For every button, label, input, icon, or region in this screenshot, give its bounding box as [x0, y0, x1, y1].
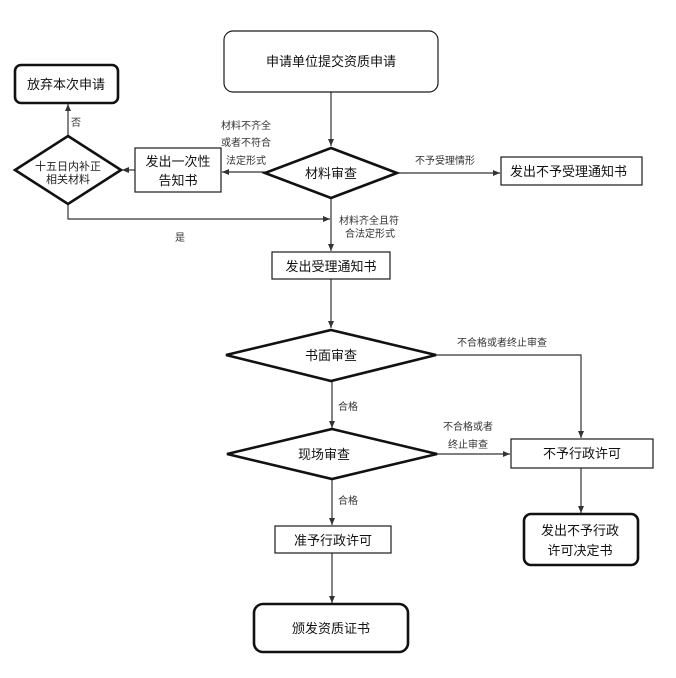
edge-label-onsite-fail-2: 终止审查 — [448, 438, 488, 451]
node-one-time-notice: 发出一次性 告知书 — [134, 147, 222, 193]
node-supplement-label-1: 十五日内补正 — [35, 159, 101, 173]
node-grant-permit-label: 准予行政许可 — [294, 534, 372, 549]
edge-supplement-yes-to-main — [67, 205, 330, 222]
node-reject-notice-label: 发出不予受理通知书 — [510, 164, 627, 180]
edge-label-yes: 是 — [175, 232, 185, 244]
node-abandon: 放弃本次申请 — [13, 63, 120, 105]
node-abandon-label: 放弃本次申请 — [27, 77, 105, 93]
edge-label-written-fail: 不合格或者终止审查 — [457, 336, 547, 349]
node-accept-notice: 发出受理通知书 — [271, 251, 391, 280]
node-accept-notice-label: 发出受理通知书 — [285, 259, 376, 275]
node-onsite-review-label: 现场审查 — [298, 448, 350, 463]
node-deny-permit-label: 不予行政许可 — [543, 447, 621, 462]
node-issue-certificate: 颁发资质证书 — [252, 602, 410, 654]
node-supplement: 十五日内补正 相关材料 — [12, 134, 124, 206]
node-deny-decision: 发出不予行政 许可决定书 — [522, 512, 640, 567]
node-written-review: 书面审查 — [225, 328, 437, 383]
edge-label-incomplete-3: 法定形式 — [226, 154, 266, 167]
edge-label-onsite-pass: 合格 — [338, 494, 358, 507]
edge-label-onsite-fail-1: 不合格或者 — [443, 420, 493, 433]
node-one-time-notice-label-2: 告知书 — [158, 173, 197, 189]
edge-label-complete-1: 材料齐全且符 — [339, 214, 399, 227]
edge-written-review-fail-to-deny — [436, 354, 584, 438]
node-material-review-label: 材料审查 — [305, 167, 357, 182]
edge-label-not-accepted: 不予受理情形 — [415, 154, 475, 167]
node-reject-notice: 发出不予受理通知书 — [500, 156, 643, 186]
node-grant-permit: 准予行政许可 — [274, 525, 392, 554]
node-submit-label: 申请单位提交资质申请 — [266, 54, 396, 70]
edge-label-incomplete-2: 或者不符合 — [221, 136, 271, 149]
edge-label-no: 否 — [71, 117, 81, 129]
node-supplement-label-2: 相关材料 — [46, 172, 90, 186]
node-onsite-review: 现场审查 — [226, 427, 438, 481]
node-written-review-label: 书面审查 — [305, 349, 357, 364]
node-deny-permit: 不予行政许可 — [510, 438, 654, 469]
edge-label-incomplete-1: 材料不齐全 — [221, 119, 271, 132]
node-issue-certificate-label: 颁发资质证书 — [292, 621, 370, 637]
edge-label-written-pass: 合格 — [338, 400, 358, 413]
node-submit: 申请单位提交资质申请 — [223, 30, 439, 93]
edge-label-complete-2: 合法定形式 — [345, 227, 395, 240]
node-material-review: 材料审查 — [261, 146, 401, 200]
node-deny-decision-label-2: 许可决定书 — [547, 544, 612, 559]
node-deny-decision-label-1: 发出不予行政 — [541, 523, 619, 539]
node-one-time-notice-label-1: 发出一次性 — [145, 154, 210, 170]
